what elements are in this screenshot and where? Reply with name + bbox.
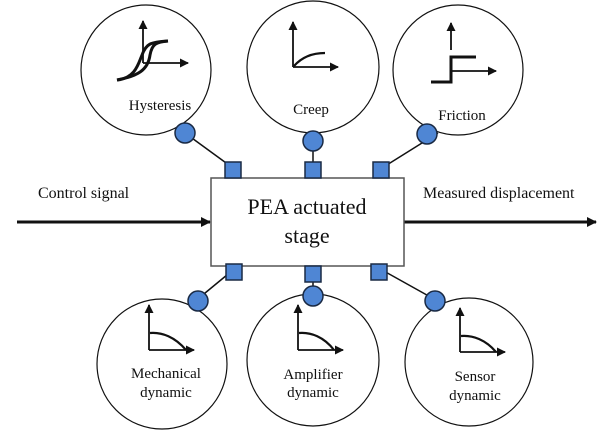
rolloff-curve-icon bbox=[455, 307, 506, 357]
hysteresis-loop-icon bbox=[116, 20, 189, 82]
port-bottom-center[interactable] bbox=[304, 265, 322, 283]
node-label-line1: Hysteresis bbox=[129, 98, 192, 114]
output-signal: Measured displacement bbox=[404, 185, 597, 227]
port-bottom-right[interactable] bbox=[370, 263, 388, 281]
block-ports bbox=[224, 161, 390, 283]
connector-sensor bbox=[381, 269, 435, 300]
node-label-line1: Mechanical bbox=[131, 366, 201, 382]
node-circle bbox=[392, 4, 524, 136]
node-label-line2: dynamic bbox=[287, 385, 339, 401]
node-port-circle[interactable] bbox=[174, 122, 196, 144]
node-amplifier-dynamic[interactable]: Amplifier dynamic bbox=[246, 285, 380, 427]
node-creep[interactable]: Creep bbox=[246, 0, 380, 152]
node-port-circle[interactable] bbox=[302, 285, 324, 307]
node-hysteresis[interactable]: Hysteresis bbox=[80, 4, 212, 144]
node-label-line2: dynamic bbox=[140, 385, 192, 401]
input-signal: Control signal bbox=[17, 185, 211, 227]
node-label-line2: dynamic bbox=[449, 388, 501, 404]
node-label-line1: Amplifier bbox=[283, 367, 342, 383]
center-block[interactable]: PEA actuated stage bbox=[210, 177, 405, 267]
node-circle bbox=[246, 293, 380, 427]
center-block-line1: PEA actuated bbox=[247, 194, 366, 219]
node-label-line1: Sensor bbox=[455, 369, 496, 385]
port-top-left[interactable] bbox=[224, 161, 242, 179]
node-circle bbox=[96, 298, 228, 430]
node-label-line1: Friction bbox=[438, 108, 486, 124]
port-top-center[interactable] bbox=[304, 161, 322, 179]
node-sensor-dynamic[interactable]: Sensor dynamic bbox=[404, 290, 534, 427]
center-block-line2: stage bbox=[284, 223, 329, 248]
node-port-circle[interactable] bbox=[416, 123, 438, 145]
rolloff-curve-icon bbox=[144, 304, 195, 355]
node-port-circle[interactable] bbox=[187, 290, 209, 312]
creep-curve-icon bbox=[288, 21, 339, 72]
port-bottom-left[interactable] bbox=[225, 263, 243, 281]
node-circle bbox=[404, 297, 534, 427]
rolloff-curve-icon bbox=[293, 304, 344, 355]
friction-step-icon bbox=[431, 22, 497, 84]
node-port-circle[interactable] bbox=[424, 290, 446, 312]
center-block-box bbox=[210, 177, 405, 267]
port-top-right[interactable] bbox=[372, 161, 390, 179]
input-label: Control signal bbox=[38, 185, 130, 202]
node-label-line1: Creep bbox=[293, 102, 329, 118]
output-label: Measured displacement bbox=[423, 185, 575, 202]
node-mechanical-dynamic[interactable]: Mechanical dynamic bbox=[96, 290, 228, 430]
node-port-circle[interactable] bbox=[302, 130, 324, 152]
node-friction[interactable]: Friction bbox=[392, 4, 524, 145]
node-circle bbox=[80, 4, 212, 136]
